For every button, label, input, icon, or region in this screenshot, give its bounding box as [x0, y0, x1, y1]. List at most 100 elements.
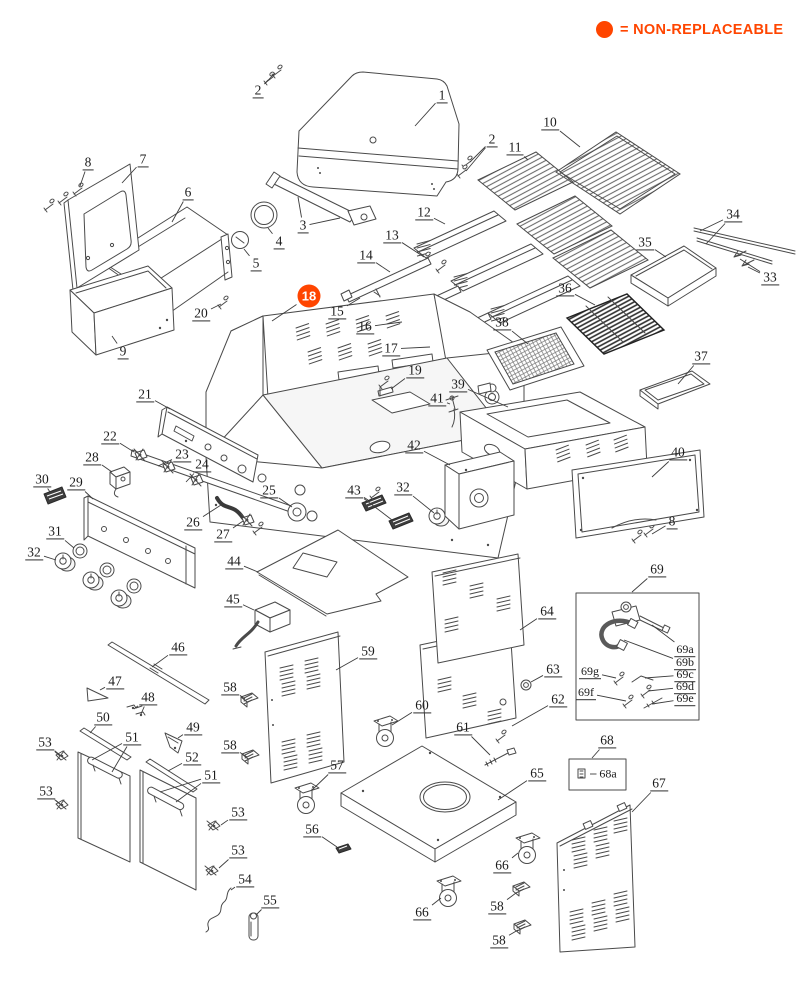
callout-2: 2 [486, 131, 498, 148]
part-bracket-19 [377, 374, 394, 397]
callout-41: 41 [428, 390, 446, 407]
callout-59: 59 [359, 643, 377, 660]
callout-10: 10 [541, 114, 559, 131]
callout-69a: 69a [674, 642, 696, 657]
callout-14: 14 [357, 247, 375, 264]
callout-29: 29 [67, 474, 85, 491]
part-grommet-63 [520, 679, 532, 691]
part-bracket-47 [86, 687, 109, 702]
callout-53: 53 [37, 783, 55, 800]
callout-58: 58 [221, 679, 239, 696]
part-side-control-42 [444, 451, 515, 530]
callout-44: 44 [225, 553, 243, 570]
part-heat-plates-12 [413, 210, 581, 324]
callout-69g: 69g [579, 664, 601, 679]
part-cooking-grates-11 [477, 151, 649, 289]
callout-67: 67 [650, 775, 668, 792]
callout-60: 60 [413, 697, 431, 714]
callout-52: 52 [183, 749, 201, 766]
callout-38: 38 [493, 314, 511, 331]
callout-33: 33 [761, 269, 779, 286]
part-pin-55 [248, 912, 259, 941]
callout-47: 47 [106, 673, 124, 690]
part-manifold-22-27 [130, 448, 318, 536]
callout-12: 12 [415, 204, 433, 221]
callout-32: 32 [394, 479, 412, 496]
callout-34: 34 [724, 206, 742, 223]
callout-8: 8 [666, 513, 678, 530]
callout-19: 19 [406, 362, 424, 379]
callout-40: 40 [669, 444, 687, 461]
callout-32: 32 [25, 544, 43, 561]
callout-17: 17 [382, 340, 400, 357]
callout-30: 30 [33, 471, 51, 488]
callout-48: 48 [139, 689, 157, 706]
callout-13: 13 [383, 227, 401, 244]
callout-49: 49 [184, 719, 202, 736]
part-inset-68 [568, 758, 627, 791]
callout-37: 37 [692, 348, 710, 365]
callout-45: 45 [224, 591, 242, 608]
callout-63: 63 [544, 661, 562, 678]
part-thermometer-5 [231, 231, 249, 249]
callout-69: 69 [648, 561, 666, 578]
legend: = NON-REPLACEABLE [596, 21, 783, 38]
callout-68a: 68a [599, 766, 617, 781]
non-replaceable-dot-icon [596, 21, 613, 38]
part-cast-grate-36 [565, 293, 666, 355]
callout-69f: 69f [576, 685, 596, 700]
callout-61: 61 [454, 719, 472, 736]
callout-24: 24 [193, 456, 211, 473]
part-panel-7 [63, 163, 140, 291]
part-panel-67 [556, 802, 636, 953]
part-clip-56 [335, 843, 352, 854]
callout-65: 65 [528, 765, 546, 782]
part-bolt-61 [484, 728, 517, 767]
part-grease-cup-45 [232, 601, 291, 650]
callout-20: 20 [192, 305, 210, 322]
callout-58: 58 [221, 737, 239, 754]
part-front-panel-21 [157, 406, 259, 483]
part-control-panel-29 [83, 495, 196, 589]
callout-53: 53 [36, 734, 54, 751]
callout-69d: 69d [674, 679, 696, 694]
part-rods-34 [693, 227, 796, 265]
callout-1: 1 [436, 87, 448, 104]
part-electrode-41 [445, 395, 459, 428]
part-panel-64 [431, 553, 525, 664]
callout-69e: 69e [674, 691, 696, 706]
part-bracket-49 [164, 732, 183, 754]
legend-text: = NON-REPLACEABLE [620, 21, 784, 38]
part-chain-54 [205, 887, 232, 933]
part-side-panel-59 [264, 631, 345, 784]
highlighted-callout-18: 18 [297, 284, 321, 308]
callout-9: 9 [117, 343, 129, 360]
callout-51: 51 [202, 767, 220, 784]
part-warming-rack-10 [555, 131, 681, 215]
callout-15: 15 [328, 303, 346, 320]
callout-46: 46 [169, 639, 187, 656]
callout-23: 23 [173, 446, 191, 463]
callout-50: 50 [94, 709, 112, 726]
callout-36: 36 [556, 280, 574, 297]
callout-53: 53 [229, 804, 247, 821]
callout-64: 64 [538, 603, 556, 620]
callout-21: 21 [136, 386, 154, 403]
callout-2: 2 [252, 82, 264, 99]
callout-27: 27 [214, 526, 232, 543]
callout-7: 7 [137, 151, 149, 168]
part-vent-30 [43, 486, 67, 505]
callout-68: 68 [598, 732, 616, 749]
part-bottom-shelf-65 [340, 745, 517, 863]
callout-54: 54 [236, 871, 254, 888]
part-ring-4 [250, 201, 278, 229]
callout-26: 26 [184, 514, 202, 531]
part-handle-3 [265, 171, 377, 226]
callout-31: 31 [46, 523, 64, 540]
callout-11: 11 [506, 139, 524, 156]
callout-16: 16 [356, 318, 374, 335]
callout-69b: 69b [674, 655, 696, 670]
